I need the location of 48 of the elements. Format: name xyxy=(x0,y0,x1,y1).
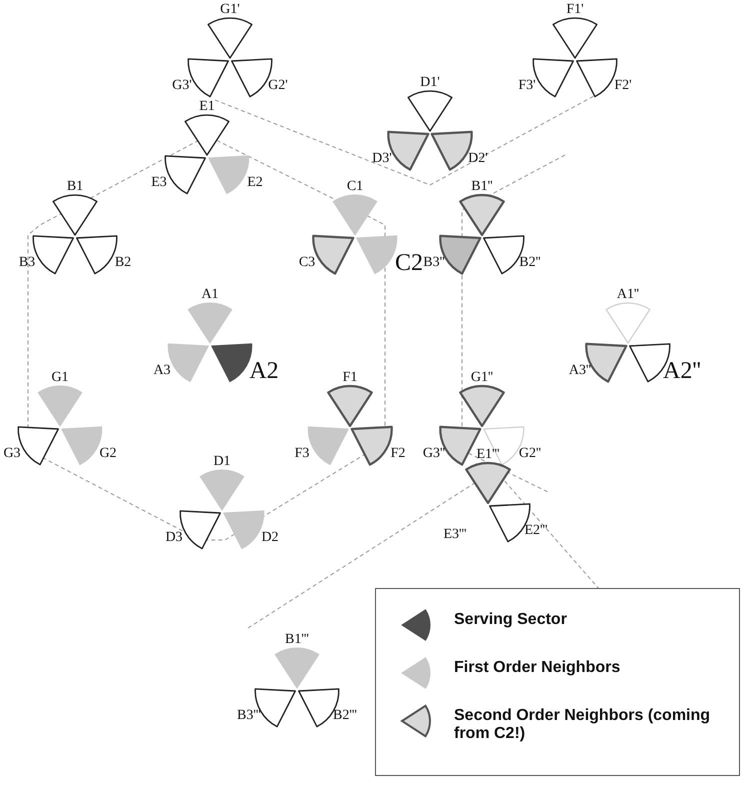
legend-text: Serving Sector xyxy=(454,611,568,629)
sector-label: F1 xyxy=(342,371,358,385)
sector-label: B1'' xyxy=(471,180,493,194)
sector-label: B2 xyxy=(114,256,132,270)
sector-label: G3 xyxy=(3,447,21,461)
sector-label: G1 xyxy=(51,371,69,385)
sector-label: F2' xyxy=(614,79,632,93)
sector-label: B1 xyxy=(66,180,84,194)
sector-label: G3'' xyxy=(422,447,446,461)
sector-label: A1 xyxy=(201,288,219,302)
sector-label: A2'' xyxy=(663,359,701,383)
sector-label: G1'' xyxy=(470,371,494,385)
sector-label: G2'' xyxy=(518,447,542,461)
sector-label: B2'' xyxy=(519,256,541,270)
sector-label: E2 xyxy=(247,176,263,190)
sector-label: A3 xyxy=(153,364,171,378)
sector-label: C2 xyxy=(395,251,423,275)
sector-label: D3' xyxy=(372,152,392,166)
sector-label: G2' xyxy=(268,79,288,93)
legend-text: Second Order Neighbors (coming from C2!) xyxy=(454,707,712,743)
sector-label: C1 xyxy=(346,180,364,194)
sector-label: G3' xyxy=(172,79,192,93)
sector-label: E1''' xyxy=(476,448,500,462)
sector-label: B2''' xyxy=(333,709,357,723)
sector-label: F3' xyxy=(518,79,536,93)
sector-label: B3 xyxy=(18,256,36,270)
sector-label: A1'' xyxy=(616,288,640,302)
sector-label: E1 xyxy=(199,100,215,114)
sector-label: F1' xyxy=(566,3,584,17)
sector-label: G2 xyxy=(99,447,117,461)
sector-label: D3 xyxy=(165,531,183,545)
sector-label: E3''' xyxy=(443,528,467,542)
sector-label: C3 xyxy=(298,256,316,270)
sector-label: G1' xyxy=(220,3,240,17)
sector-label: E2''' xyxy=(524,524,548,538)
sector-label: A3'' xyxy=(568,364,592,378)
sector-label: D2' xyxy=(468,152,488,166)
sector-label: E3 xyxy=(151,176,167,190)
sector-label: B3'' xyxy=(423,256,445,270)
sector-label: D1' xyxy=(420,76,440,90)
sector-label: F3 xyxy=(294,447,310,461)
sector-label: D2 xyxy=(261,531,279,545)
sector-label: A2 xyxy=(249,359,279,383)
legend-text: First Order Neighbors xyxy=(454,659,622,677)
sector-label: F2 xyxy=(390,447,406,461)
sector-label: B1''' xyxy=(285,633,309,647)
sector-label: D1 xyxy=(213,455,231,469)
sector-label: B3''' xyxy=(237,709,261,723)
